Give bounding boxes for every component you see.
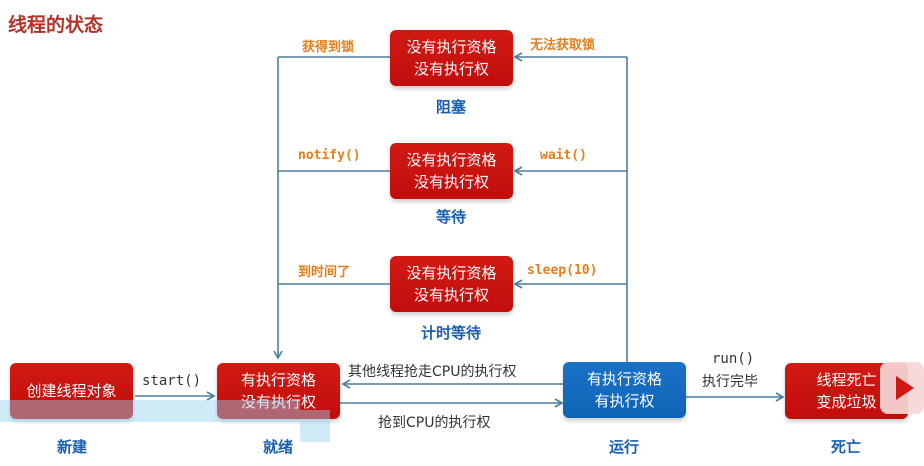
waiting-line2: 没有执行权 xyxy=(413,173,489,191)
runnable-line2: 没有执行权 xyxy=(240,393,316,411)
runnable-label: 就绪 xyxy=(262,438,293,456)
bilibili-tv-icon xyxy=(880,362,924,414)
page-title: 线程的状态 xyxy=(8,14,104,36)
terminated-line2: 变成垃圾 xyxy=(816,393,877,411)
waiting-state-box: 没有执行资格 没有执行权 xyxy=(390,143,513,199)
running-line1: 有执行资格 xyxy=(586,370,662,388)
terminated-line1: 线程死亡 xyxy=(816,371,877,389)
lock-acquired-label: 获得到锁 xyxy=(302,40,355,55)
time-up-label: 到时间了 xyxy=(298,265,351,280)
new-state-box: 创建线程对象 xyxy=(10,363,133,419)
runnable-state-box: 有执行资格 没有执行权 xyxy=(217,363,340,419)
sleep-label: sleep(10) xyxy=(527,263,598,278)
timed-waiting-line1: 没有执行资格 xyxy=(406,264,497,282)
notify-label: notify() xyxy=(298,148,361,163)
selection-overlay-block xyxy=(300,410,330,442)
got-cpu-label: 抢到CPU的执行权 xyxy=(378,415,491,431)
start-label: start() xyxy=(142,373,202,389)
running-line2: 有执行权 xyxy=(594,392,655,410)
waiting-line1: 没有执行资格 xyxy=(406,151,497,169)
run-done-label: 执行完毕 xyxy=(702,374,758,390)
run-label: run() xyxy=(712,351,755,367)
waiting-label: 等待 xyxy=(435,208,466,226)
timed-waiting-state-box: 没有执行资格 没有执行权 xyxy=(390,256,513,312)
new-box-text: 创建线程对象 xyxy=(26,382,117,400)
blocked-label: 阻塞 xyxy=(435,98,466,116)
wait-label: wait() xyxy=(540,148,587,163)
lock-failed-label: 无法获取锁 xyxy=(530,38,596,53)
selection-overlay xyxy=(0,400,300,422)
running-state-box: 有执行资格 有执行权 xyxy=(563,362,686,418)
timed-waiting-line2: 没有执行权 xyxy=(413,286,489,304)
new-label: 新建 xyxy=(56,438,87,456)
timed-waiting-label: 计时等待 xyxy=(420,324,481,342)
running-label: 运行 xyxy=(608,438,639,456)
blocked-state-box: 没有执行资格 没有执行权 xyxy=(390,30,513,86)
terminated-label: 死亡 xyxy=(830,438,861,456)
preempted-label: 其他线程抢走CPU的执行权 xyxy=(348,364,517,380)
blocked-line2: 没有执行权 xyxy=(413,60,489,78)
play-icon xyxy=(896,376,914,400)
runnable-line1: 有执行资格 xyxy=(240,371,316,389)
blocked-line1: 没有执行资格 xyxy=(406,38,497,56)
